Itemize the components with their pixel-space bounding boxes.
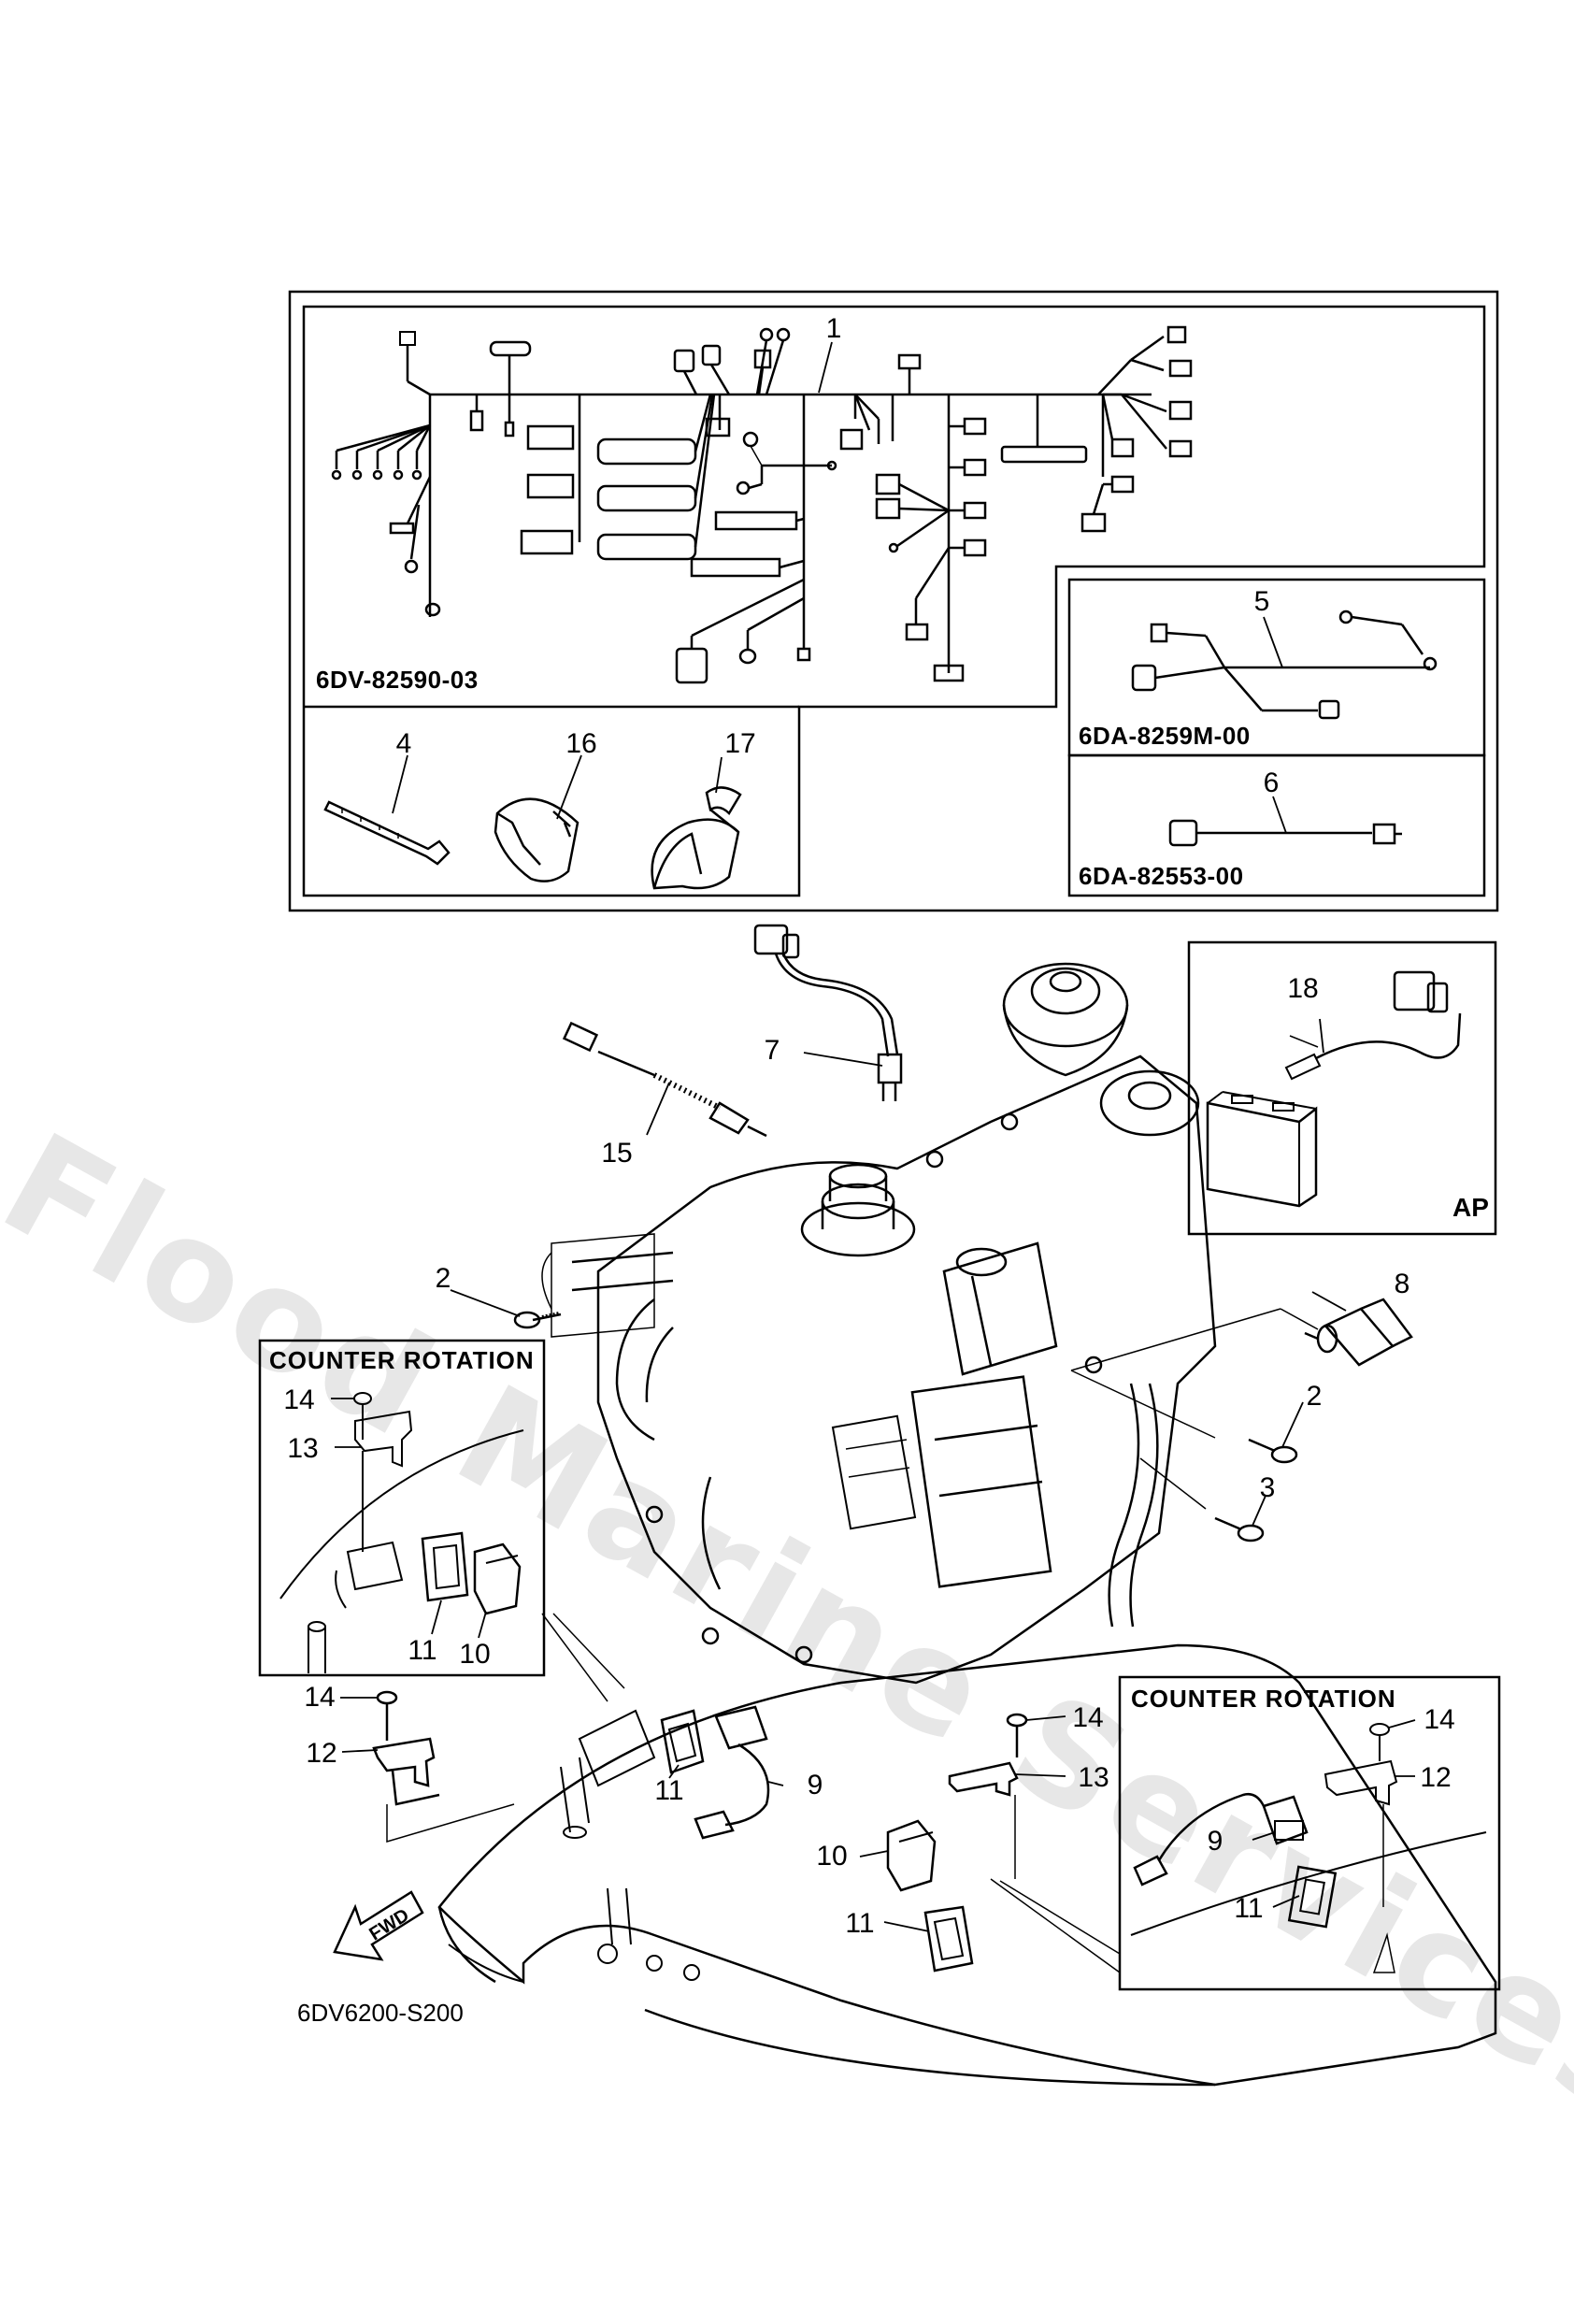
sub-harness-a-code: 6DA-8259M-00 (1079, 722, 1251, 750)
main-wire-harness (331, 325, 1193, 684)
counter-rotation-left-frame (258, 1339, 546, 1677)
callout-11: 11 (654, 1775, 684, 1806)
bolts-2-3 (513, 1311, 1298, 1542)
callout-14: 14 (283, 1384, 315, 1415)
callout-leaders (331, 341, 1416, 1932)
sensor-15 (562, 1021, 767, 1138)
sub-harness-5 (1131, 610, 1438, 720)
callout-9: 9 (1207, 1826, 1223, 1857)
sub-harness-b-code: 6DA-82553-00 (1079, 862, 1244, 890)
callout-15: 15 (601, 1138, 633, 1169)
callout-6: 6 (1263, 767, 1280, 798)
sensor-7 (753, 924, 903, 1101)
engine-block (437, 962, 1497, 2087)
callout-1: 1 (825, 313, 842, 344)
callout-13: 13 (287, 1433, 319, 1464)
callout-12: 12 (306, 1738, 337, 1769)
callout-18: 18 (1287, 973, 1319, 1004)
callout-9: 9 (807, 1770, 823, 1800)
cable-tie-4 (323, 800, 451, 866)
callout-11: 11 (1234, 1893, 1264, 1924)
callout-14: 14 (1072, 1702, 1104, 1733)
callout-2: 2 (435, 1263, 451, 1294)
callout-14: 14 (304, 1682, 336, 1713)
callout-13: 13 (1078, 1762, 1109, 1793)
holder-17 (651, 786, 742, 890)
callout-3: 3 (1259, 1472, 1276, 1503)
callout-12: 12 (1420, 1762, 1452, 1793)
callout-2: 2 (1306, 1381, 1323, 1412)
leader-lines (1070, 1308, 1319, 1510)
sensor-8 (1304, 1298, 1413, 1367)
callout-17: 17 (724, 728, 756, 759)
sub-harness-6 (1168, 819, 1402, 847)
callout-8: 8 (1394, 1269, 1410, 1299)
ap-inset-frame (1187, 940, 1497, 1236)
callout-11: 11 (845, 1908, 875, 1939)
callout-16: 16 (565, 728, 597, 759)
fwd-arrow-icon (333, 1890, 424, 1961)
callout-10: 10 (459, 1639, 491, 1670)
main-harness-code: 6DV-82590-03 (316, 666, 479, 694)
callout-5: 5 (1253, 586, 1270, 617)
lower-parts (372, 1613, 1121, 1973)
holder-16 (494, 797, 580, 882)
counter-rotation-right-heading: COUNTER ROTATION (1131, 1685, 1396, 1713)
callout-4: 4 (395, 728, 412, 759)
callout-11: 11 (408, 1635, 437, 1666)
ap-label: AP (1452, 1193, 1489, 1222)
counter-rotation-right-frame (1118, 1675, 1501, 1991)
counter-rotation-left-heading: COUNTER ROTATION (269, 1346, 535, 1374)
diagram-reference: 6DV6200-S200 (297, 1999, 464, 2027)
callout-7: 7 (764, 1035, 780, 1066)
callout-10: 10 (816, 1841, 848, 1872)
callout-14: 14 (1424, 1704, 1455, 1735)
top-parts-frame (288, 290, 1499, 912)
